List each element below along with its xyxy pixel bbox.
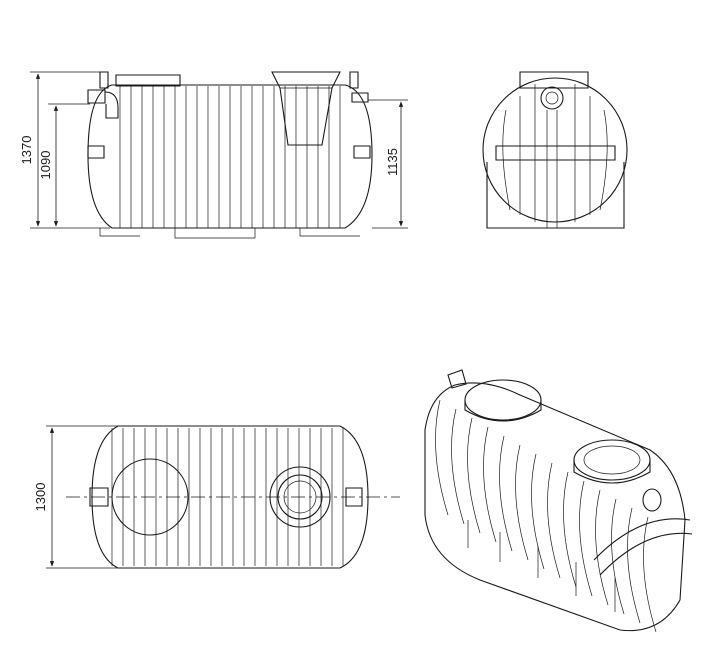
isometric-view [424, 369, 693, 633]
rib-line [627, 507, 641, 624]
rib-line [643, 516, 657, 633]
rib-line [547, 462, 561, 579]
rib-line [499, 435, 513, 552]
plan-view: 1300 [33, 425, 400, 569]
rib-line [435, 399, 449, 516]
tank-ribs-iso [435, 399, 657, 633]
rib-line [595, 489, 609, 606]
width-label: 1300 [33, 483, 48, 512]
rib-line [451, 408, 465, 525]
iso-manhole-left [464, 379, 542, 421]
rib-line [467, 417, 481, 534]
tank-ribs [119, 86, 341, 228]
rib-line [515, 444, 529, 561]
rib-line [611, 498, 625, 615]
inlet-pipe-opening [540, 86, 564, 110]
side-elevation-view: 1370 1090 1135 [19, 71, 408, 239]
rib-line [563, 471, 577, 588]
inlet-height-label: 1090 [38, 151, 53, 180]
rib-line [483, 426, 497, 543]
overall-height-label: 1370 [19, 136, 34, 165]
outlet-height-label: 1135 [385, 148, 400, 176]
rib-line [579, 480, 593, 597]
rib-line [531, 453, 545, 570]
end-elevation-view [482, 71, 628, 229]
